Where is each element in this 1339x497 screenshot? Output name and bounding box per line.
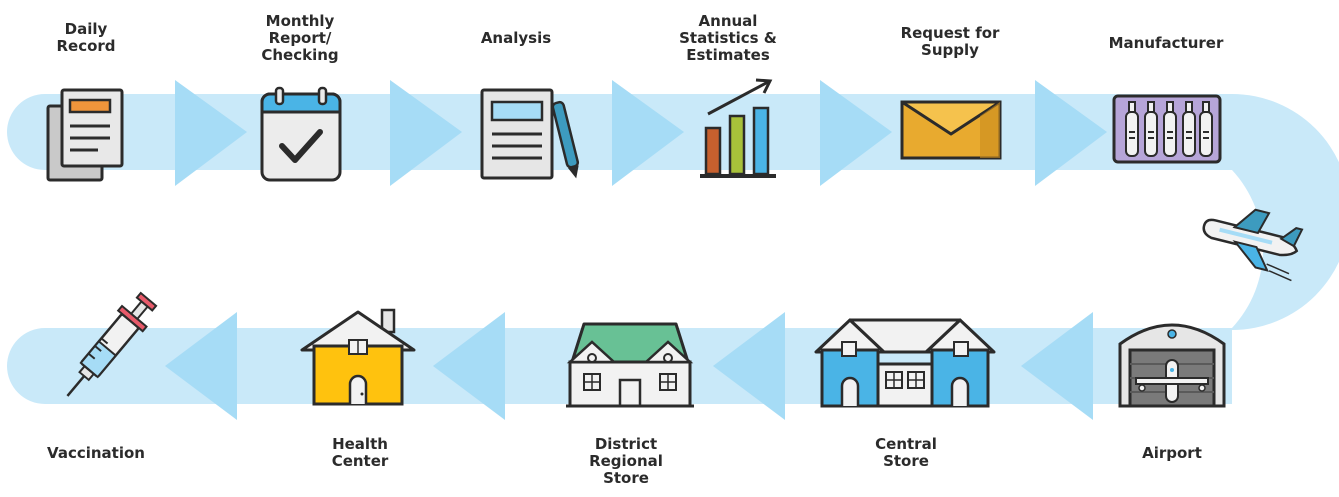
- calendar-check-icon: [260, 86, 342, 182]
- top-chevrons: [175, 80, 1107, 186]
- chevron-right-5: [1035, 80, 1107, 186]
- chevron-right-1: [175, 80, 247, 186]
- step-label-vaccination: Vaccination: [47, 444, 145, 462]
- document-stack-icon: [46, 88, 124, 182]
- step-label-central-store: Central Store: [875, 435, 937, 470]
- step-label-airport: Airport: [1142, 444, 1202, 462]
- hangar-icon: [1118, 323, 1226, 408]
- step-label-district-regional-store: District Regional Store: [589, 435, 663, 487]
- central-store-icon: [814, 318, 996, 408]
- step-label-annual-statistics: Annual Statistics & Estimates: [679, 12, 777, 64]
- step-label-daily-record: Daily Record: [56, 20, 116, 55]
- chevron-left-2: [713, 312, 785, 420]
- chevron-left-3: [433, 312, 505, 420]
- document-pen-icon: [480, 88, 580, 180]
- step-label-analysis: Analysis: [480, 29, 552, 47]
- chevron-left-4: [165, 312, 237, 420]
- chevron-left-1: [1021, 312, 1093, 420]
- regional-store-icon: [566, 322, 694, 408]
- vials-icon: [1112, 94, 1222, 164]
- bottom-chevrons: [165, 312, 1093, 420]
- step-label-health-center: Health Center: [331, 435, 389, 470]
- step-label-monthly-report: Monthly Report/ Checking: [261, 12, 339, 64]
- chevron-right-4: [820, 80, 892, 186]
- bar-chart-icon: [700, 78, 776, 178]
- chevron-right-2: [390, 80, 462, 186]
- step-label-manufacturer: Manufacturer: [1108, 34, 1224, 52]
- house-icon: [300, 308, 416, 406]
- step-label-request-for-supply: Request for Supply: [900, 24, 1000, 59]
- envelope-icon: [900, 100, 1002, 160]
- airplane-icon: [1202, 208, 1304, 282]
- syringe-icon: [66, 291, 158, 397]
- chevron-right-3: [612, 80, 684, 186]
